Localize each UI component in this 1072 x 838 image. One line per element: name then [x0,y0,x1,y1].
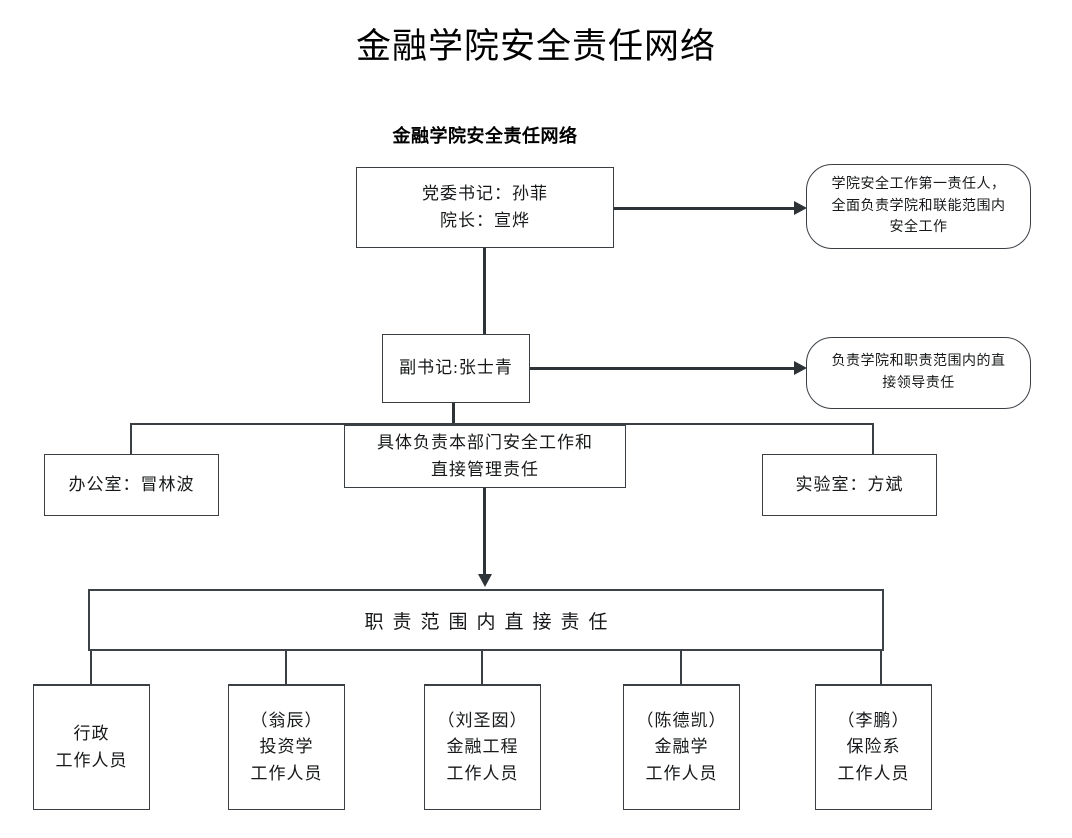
connector-bar-to-staff-4 [680,651,682,685]
arrowhead-deputy-to-note [794,361,807,375]
node-leader-line-1: 党委书记：孙菲 [422,184,548,204]
note-leader-line-1: 学院安全工作第一责任人， [831,176,1006,192]
node-lab-line-1: 实验室：方斌 [795,474,904,494]
node-direct-duty-bar[interactable]: 职责范围内直接责任 [88,589,884,651]
arrowhead-leader-to-note [794,201,807,215]
note-leader-line-2: 全面负责学院和联能范围内 [831,198,1006,214]
note-deputy-line-2: 接领导责任 [882,376,955,391]
page-title: 金融学院安全责任网络 [355,27,716,67]
staff-box-line-3: 工作人员 [837,763,910,783]
staff-box-line-2: 金融学 [654,737,709,757]
staff-box-line-2: 投资学 [259,737,314,757]
node-leader-line-2: 院长：宣烨 [440,210,530,230]
connector-deputy-drop [452,403,455,425]
staff-box-line-2: 保险系 [846,737,901,757]
connector-level3-bus [130,423,874,425]
staff-box-line-3: 工作人员 [645,763,718,783]
staff-box-line-1: 行政 [73,724,110,744]
staff-box[interactable]: 行政 工作人员 [33,685,150,810]
staff-box[interactable]: （陈德凯） 金融学 工作人员 [623,685,740,810]
connector-leader-to-note [614,207,798,210]
connector-bar-to-staff-2 [285,651,287,685]
connector-bus-to-lab [872,423,874,455]
connector-bar-to-staff-1 [90,651,92,685]
note-deputy-line-1: 负责学院和职责范围内的直 [831,354,1006,370]
node-department-duty-line-2: 直接管理责任 [431,459,539,479]
staff-box-line-2: 工作人员 [55,750,128,770]
node-office-line-1: 办公室：冒林波 [68,474,195,494]
staff-box[interactable]: （刘圣囡） 金融工程 工作人员 [424,685,541,810]
connector-leader-to-deputy [483,248,486,335]
node-lab[interactable]: 实验室：方斌 [762,454,937,516]
note-deputy-responsibility[interactable]: 负责学院和职责范围内的直 接领导责任 [806,337,1031,409]
staff-box[interactable]: （李鹏） 保险系 工作人员 [815,685,932,810]
node-department-duty[interactable]: 具体负责本部门安全工作和 直接管理责任 [344,425,626,488]
chart-subtitle: 金融学院安全责任网络 [392,126,578,147]
node-direct-duty-bar-label: 职责范围内直接责任 [364,611,617,633]
connector-deputy-to-note [530,367,798,370]
connector-bar-to-staff-3 [481,651,483,685]
node-leader[interactable]: 党委书记：孙菲 院长：宣烨 [356,167,614,248]
staff-box-line-1: （刘圣囡） [437,710,528,730]
staff-box-line-1: （陈德凯） [636,710,727,730]
connector-bus-to-office [130,423,132,455]
staff-box-line-3: 工作人员 [446,763,519,783]
connector-bar-to-staff-5 [880,651,882,685]
note-leader-responsibility[interactable]: 学院安全工作第一责任人， 全面负责学院和联能范围内 安全工作 [806,164,1031,249]
node-department-duty-line-1: 具体负责本部门安全工作和 [377,433,593,453]
connector-duty-to-bar [483,488,486,578]
node-office[interactable]: 办公室：冒林波 [44,454,219,516]
staff-box-line-3: 工作人员 [250,763,323,783]
staff-box[interactable]: （翁辰） 投资学 工作人员 [228,685,345,810]
staff-box-line-2: 金融工程 [446,737,519,757]
staff-box-line-1: （翁辰） [250,710,323,730]
node-deputy[interactable]: 副书记:张士青 [382,334,530,403]
staff-box-line-1: （李鹏） [837,710,910,730]
arrowhead-duty-to-bar [478,574,492,587]
note-leader-line-3: 安全工作 [889,220,948,236]
node-deputy-line-1: 副书记:张士青 [399,358,513,378]
